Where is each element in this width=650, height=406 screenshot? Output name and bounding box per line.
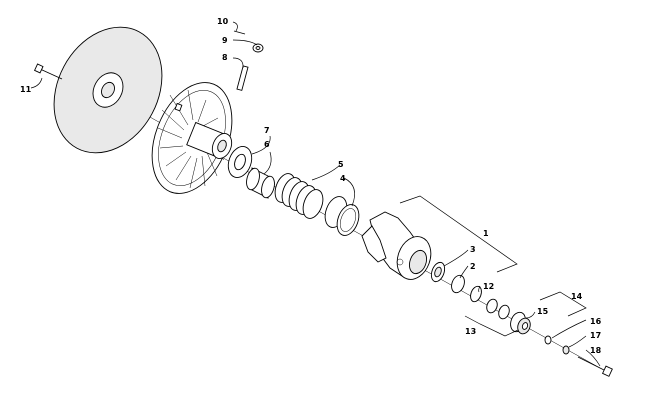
callout-16: 16 [590,317,602,326]
callout-8: 8 [222,53,228,62]
snap-ring-2 [451,274,465,294]
movable-sheave [151,82,233,194]
callout-5: 5 [338,160,344,169]
callout-9: 9 [222,36,228,45]
washer-16 [544,335,552,345]
washer-17 [562,345,570,355]
bushing-6 [246,167,275,199]
bracket-13 [464,315,519,337]
leader-lines [30,21,601,367]
callout-7: 7 [264,126,270,135]
bolt-18 [577,356,613,377]
spring-5 [274,173,324,219]
callout-10: 10 [217,17,229,26]
rings-4 [324,196,360,236]
callout-12: 12 [483,282,494,291]
bolt-11 [33,63,63,80]
callout-17: 17 [590,331,601,340]
callout-2: 2 [470,262,476,271]
callout-18: 18 [590,346,602,355]
washer-7 [227,146,253,178]
callout-3: 3 [470,245,476,254]
weight [174,102,183,112]
fixed-sheave [53,26,163,154]
callout-11: 11 [20,85,32,94]
roller-9 [252,43,264,53]
callout-15: 15 [537,307,549,316]
spacer-15 [510,311,531,335]
callout-6: 6 [264,140,270,149]
pin-8 [236,65,249,91]
callout-1: 1 [483,229,489,238]
bushing-3 [430,261,446,283]
callout-13: 13 [465,327,476,336]
callout-4: 4 [340,174,346,183]
helix-cam [361,211,432,280]
bracket-14 [539,291,587,317]
washer-12 [470,285,482,303]
pin-10 [233,30,246,35]
bracket-1 [399,195,518,273]
callout-14: 14 [571,292,583,301]
rings-13 [486,298,510,320]
